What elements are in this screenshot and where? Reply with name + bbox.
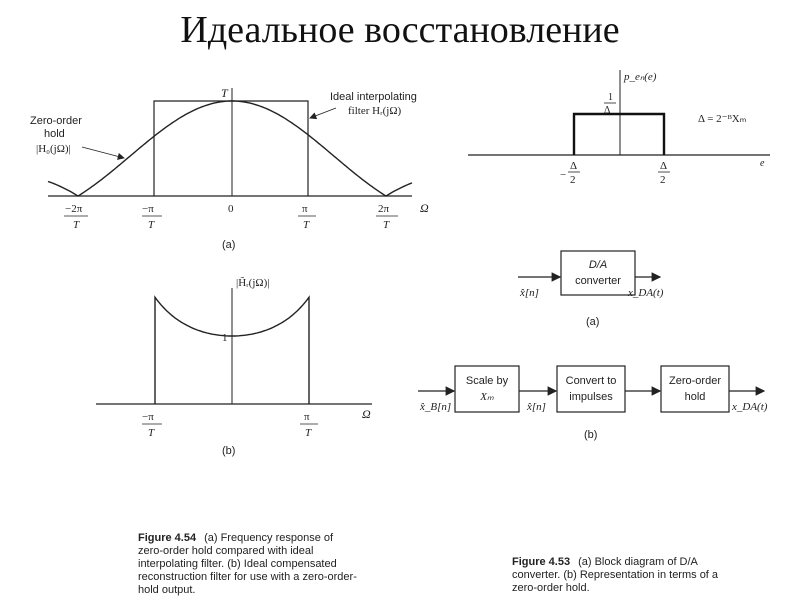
pdf-right-num: Δ xyxy=(660,160,667,172)
delta-definition: Δ = 2⁻ᴮXₘ xyxy=(698,113,747,125)
ideal-label-line1: Ideal interpolating xyxy=(330,91,417,103)
block-da-converter xyxy=(560,250,636,296)
subfig-453b-label: (b) xyxy=(584,429,597,441)
pdf-rect xyxy=(572,112,666,155)
zoh-label-line1: Zero-order xyxy=(30,115,82,127)
tick-zero: 0 xyxy=(228,203,234,215)
zoh-magnitude-curve xyxy=(47,100,413,197)
svg-text:T: T xyxy=(148,427,155,439)
peak-t-label: T xyxy=(221,86,229,100)
pdf-level-den: Δ xyxy=(604,105,611,116)
block-scale xyxy=(454,365,520,413)
subfig-a-label: (a) xyxy=(222,239,235,251)
slide-title: Идеальное восстановление xyxy=(180,9,620,51)
scale-block-line1: Scale by xyxy=(466,375,509,387)
zoh-block-line1: Zero-order xyxy=(669,375,721,387)
svg-text:T: T xyxy=(73,219,80,231)
svg-text:T: T xyxy=(305,427,312,439)
caption-fig-453: Figure 4.53(a) Block diagram of D/A conv… xyxy=(512,556,742,595)
scale-block-line2: Xₘ xyxy=(479,391,494,403)
pdf-xlabel: e xyxy=(760,158,765,169)
block-convert xyxy=(556,365,626,413)
svg-text:T: T xyxy=(303,219,310,231)
svg-text:T: T xyxy=(383,219,390,231)
zoh-block-line2: hold xyxy=(685,391,706,403)
tick-neg-2pi: −2π T xyxy=(64,203,88,231)
tick-neg-pi: −π T xyxy=(142,203,162,231)
diagram-zoh-representation: Scale by Xₘ Convert to impulses Zero-ord… xyxy=(418,365,768,441)
compensated-filter-curve xyxy=(154,295,310,404)
caption-fig-454: Figure 4.54(a) Frequency response of zer… xyxy=(138,532,358,597)
caption-453-number: Figure 4.53 xyxy=(512,556,571,568)
diagram-da-converter: D/A converter x̂[n] x_DA(t) (a) xyxy=(518,250,664,328)
ideal-label-line2: filter Hᵣ(jΩ) xyxy=(348,105,401,117)
da-block-line1: D/A xyxy=(589,259,607,271)
pdf-right-den: 2 xyxy=(660,174,666,186)
tick-2pi: 2π T xyxy=(376,203,398,231)
svg-text:−2π: −2π xyxy=(65,203,83,215)
pdf-left-den: 2 xyxy=(570,174,576,186)
hr-tilde-label: |H̃ᵣ(jΩ)| xyxy=(236,276,269,289)
plot-zoh-frequency-response: T Zero-order hold |H₀(jΩ)| Ideal interpo… xyxy=(30,86,429,251)
pdf-ylabel: p_eₙ(e) xyxy=(623,71,657,83)
svg-text:π: π xyxy=(304,411,310,423)
input-a-label: x̂[n] xyxy=(519,287,539,299)
block-zoh xyxy=(660,365,730,413)
tick-b-pi: π T xyxy=(300,411,318,439)
da-block-line2: converter xyxy=(575,275,621,287)
tick-b-neg-pi: −π T xyxy=(142,411,162,439)
subfig-453a-label: (a) xyxy=(586,316,599,328)
svg-text:−π: −π xyxy=(142,203,154,215)
unity-label: 1 xyxy=(222,332,228,344)
plot-compensated-filter: |H̃ᵣ(jΩ)| 1 −π T π T Ω (b) xyxy=(96,276,372,457)
plot-error-pdf: p_eₙ(e) 1 Δ Δ = 2⁻ᴮXₘ − Δ 2 Δ 2 e xyxy=(468,70,770,186)
svg-text:T: T xyxy=(148,219,155,231)
pdf-left-num: Δ xyxy=(570,160,577,172)
tick-pi: π T xyxy=(298,203,316,231)
pdf-level-num: 1 xyxy=(608,92,613,103)
convert-block-line2: impulses xyxy=(569,391,613,403)
zoh-label-line3: |H₀(jΩ)| xyxy=(36,143,71,155)
zoh-label-line2: hold xyxy=(44,128,65,140)
input-b-label: x̂_B[n] xyxy=(419,401,451,413)
svg-text:π: π xyxy=(302,203,308,215)
svg-text:2π: 2π xyxy=(378,203,390,215)
svg-text:−π: −π xyxy=(142,411,154,423)
ideal-pointer xyxy=(309,107,337,120)
ideal-filter-rect xyxy=(153,100,309,196)
mid-b-label: x̂[n] xyxy=(526,401,546,413)
output-a-label: x_DA(t) xyxy=(627,287,664,299)
caption-453-text: (a) Block diagram of D/A converter. (b) … xyxy=(512,556,719,594)
convert-block-line1: Convert to xyxy=(566,375,617,387)
omega-label-b: Ω xyxy=(362,407,371,421)
subfig-b-label: (b) xyxy=(222,445,235,457)
output-b-label: x_DA(t) xyxy=(731,401,768,413)
caption-454-text: (a) Frequency response of zero-order hol… xyxy=(138,532,357,596)
omega-label-a: Ω xyxy=(420,201,429,215)
pdf-left-sign: − xyxy=(560,169,566,181)
zoh-pointer xyxy=(81,146,125,160)
caption-454-number: Figure 4.54 xyxy=(138,532,197,544)
